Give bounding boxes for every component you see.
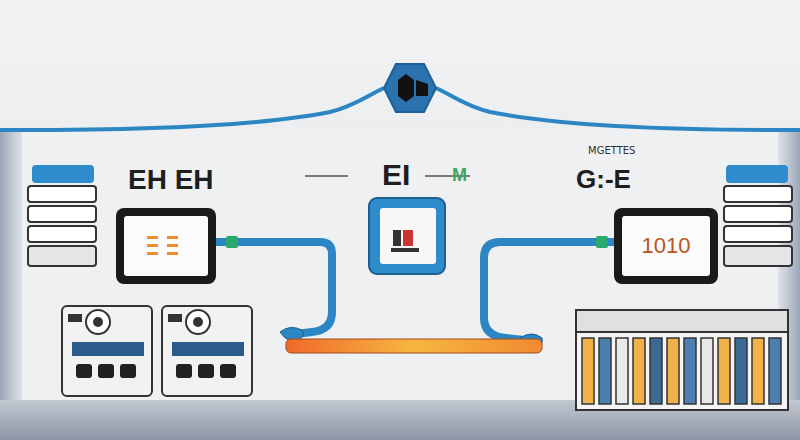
cable-plug [226, 236, 238, 248]
cable-plug [596, 236, 608, 248]
monitor-screen: 1010 [622, 216, 710, 276]
device [62, 306, 152, 396]
panel-side [0, 128, 22, 400]
device [162, 306, 252, 396]
header-text: G:-E [576, 166, 631, 192]
server-stack [724, 165, 792, 266]
hex-hub [384, 64, 436, 112]
server-stack [28, 165, 96, 266]
header-text: EI [382, 160, 410, 190]
rack-cabinet [576, 310, 788, 410]
hub-mark [398, 74, 414, 102]
orange-bar [286, 339, 542, 353]
dash [305, 175, 348, 177]
monitor [116, 208, 216, 284]
monitor [614, 208, 718, 284]
header-text: EH EH [128, 166, 214, 194]
hub-mark [416, 80, 428, 96]
screen-text: 1010 [642, 233, 691, 259]
small-caption: MGETTES [588, 146, 635, 156]
header-mark: M [452, 166, 467, 184]
tablet [369, 198, 445, 274]
